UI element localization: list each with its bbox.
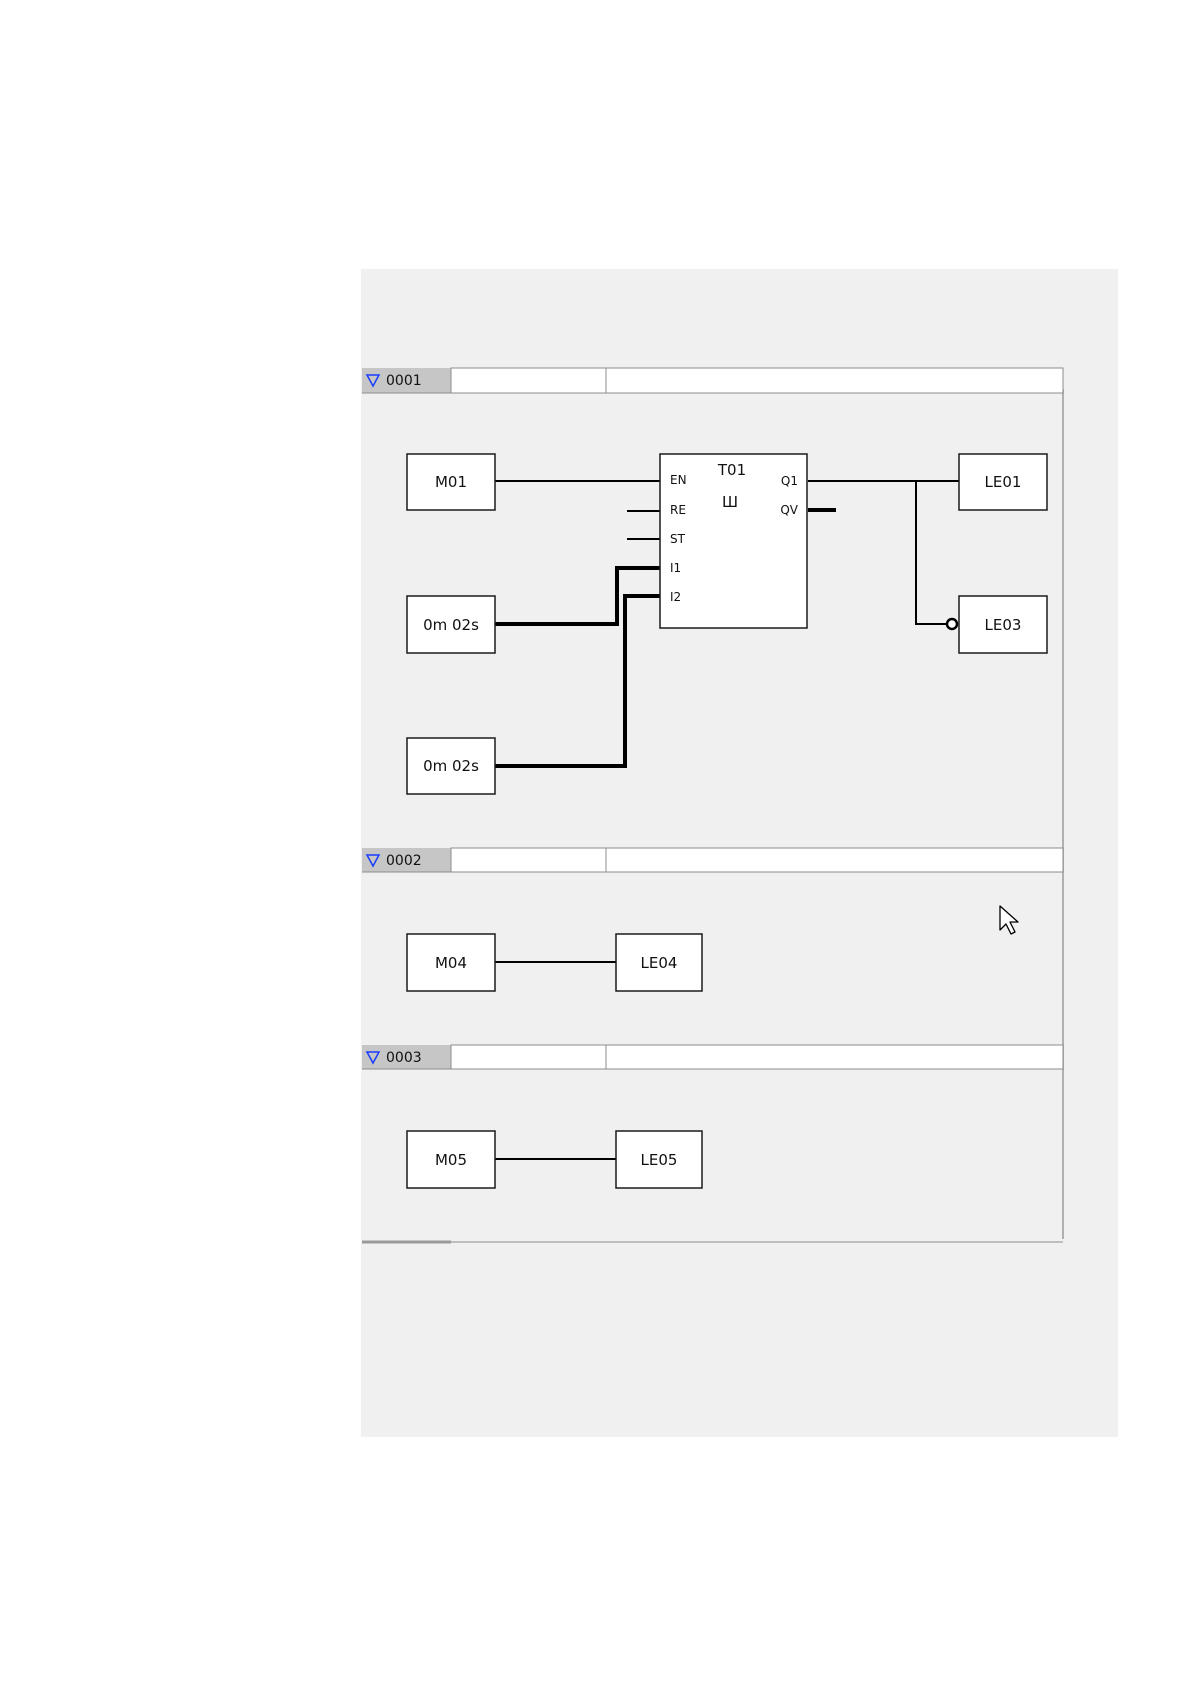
pin-q1: Q1 [781, 474, 798, 488]
coil-le04[interactable]: LE04 [616, 934, 702, 991]
mouse-pointer-icon [1000, 906, 1018, 934]
pin-i2: I2 [670, 590, 681, 604]
pin-re: RE [670, 503, 686, 517]
pin-qv: QV [780, 503, 798, 517]
coil-le03[interactable]: LE03 [959, 596, 1047, 653]
timer-name: T01 [717, 461, 746, 479]
rung-number: 0003 [386, 1050, 422, 1066]
wire-const-i2 [495, 596, 660, 766]
pin-st: ST [670, 532, 686, 546]
coil-le05-label: LE05 [641, 1151, 678, 1169]
coil-le03-label: LE03 [985, 616, 1022, 634]
rung-comment-cell[interactable] [606, 368, 1063, 393]
rung-number: 0001 [386, 373, 422, 389]
rung-number: 0002 [386, 853, 422, 869]
rung-0001: 0001 M01 0m 02s 0m 02s [362, 368, 1063, 794]
coil-le04-label: LE04 [641, 954, 678, 972]
contact-m04-label: M04 [435, 954, 467, 972]
constant-i1-label: 0m 02s [423, 616, 479, 634]
diagram-canvas[interactable]: 0001 M01 0m 02s 0m 02s [361, 269, 1118, 1437]
rung-header[interactable]: 0001 [362, 368, 1063, 393]
coil-le01[interactable]: LE01 [959, 454, 1047, 510]
contact-m05-label: M05 [435, 1151, 467, 1169]
rung-0003: 0003 M05 LE05 [362, 1045, 1063, 1188]
contact-m04[interactable]: M04 [407, 934, 495, 991]
constant-i1[interactable]: 0m 02s [407, 596, 495, 653]
constant-i2-label: 0m 02s [423, 757, 479, 775]
wire-q1-le03 [916, 481, 947, 624]
rung-header-cell[interactable] [451, 368, 606, 393]
pin-i1: I1 [670, 561, 681, 575]
rung-header-cell[interactable] [451, 848, 606, 872]
rung-comment-cell[interactable] [606, 1045, 1063, 1069]
constant-i2[interactable]: 0m 02s [407, 738, 495, 794]
negation-circle-icon [947, 619, 957, 629]
coil-le05[interactable]: LE05 [616, 1131, 702, 1188]
rung-header[interactable]: 0003 [362, 1045, 1063, 1069]
rung-header-cell[interactable] [451, 1045, 606, 1069]
contact-m01-label: M01 [435, 473, 467, 491]
function-block-diagram: 0001 M01 0m 02s 0m 02s [361, 269, 1118, 1437]
pin-en: EN [670, 473, 687, 487]
rung-header[interactable]: 0002 [362, 848, 1063, 872]
rung-comment-cell[interactable] [606, 848, 1063, 872]
timer-block-t01[interactable]: T01 Ш EN RE ST I1 I2 Q1 QV [660, 454, 807, 628]
rung-0002: 0002 M04 LE04 [362, 848, 1063, 991]
timer-mode-icon: Ш [722, 493, 738, 511]
coil-le01-label: LE01 [985, 473, 1022, 491]
contact-m01[interactable]: M01 [407, 454, 495, 510]
contact-m05[interactable]: M05 [407, 1131, 495, 1188]
